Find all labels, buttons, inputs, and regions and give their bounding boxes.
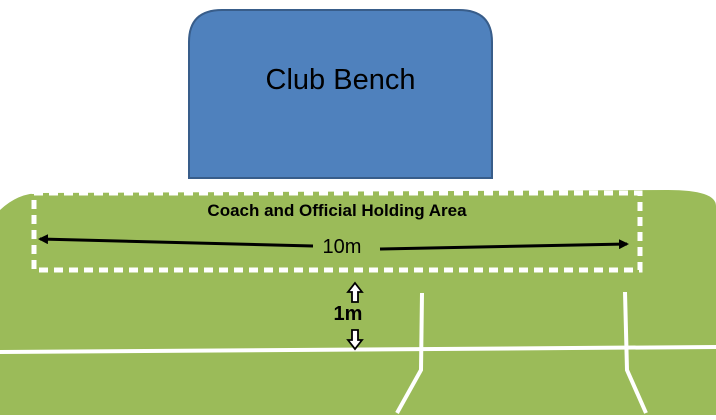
gap-arrow-up bbox=[346, 281, 364, 303]
club-bench-label: Club Bench bbox=[265, 64, 416, 96]
touch-line bbox=[0, 345, 716, 354]
holding-area-boundary bbox=[31, 190, 643, 273]
gap-measurement-label: 1m bbox=[333, 303, 363, 325]
width-arrow-left bbox=[38, 234, 314, 248]
goal-post-line-left bbox=[395, 292, 424, 414]
gap-arrow-down bbox=[346, 329, 364, 351]
width-measurement-label: 10m bbox=[322, 236, 362, 258]
width-arrow-right bbox=[379, 239, 629, 251]
holding-area-label: Coach and Official Holding Area bbox=[207, 201, 467, 220]
club-bench bbox=[188, 9, 493, 179]
goal-post-line-right bbox=[623, 291, 648, 414]
